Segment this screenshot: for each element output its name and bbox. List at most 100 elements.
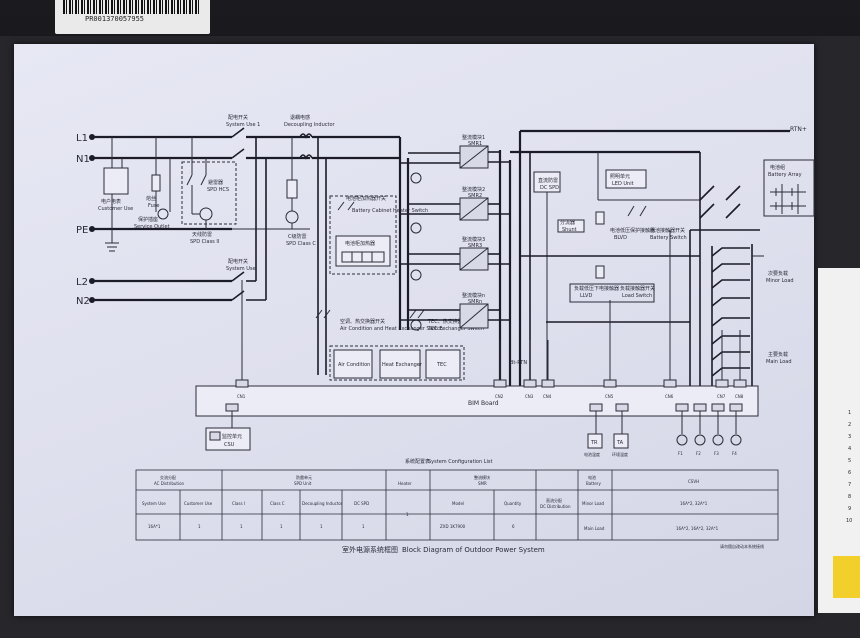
port-icon [711, 403, 725, 412]
aircon-switch-cn: 空调、热交换器开关 [340, 318, 385, 325]
switch2-en: System Use [226, 266, 256, 272]
table-sub-customer-use: Customer Use [184, 501, 213, 506]
table-sub-quantity: Quantity [504, 501, 522, 506]
port-icon [523, 379, 537, 388]
llvd-box [569, 283, 655, 303]
spd-c-element-icon [285, 210, 299, 224]
load-switch-en: Load Switch [622, 293, 652, 299]
main-switch-section: 配电开关 System Use 1 退耦电感 Decoupling Induct… [226, 114, 400, 301]
table-sub-inductor: Decoupling Inductor [302, 501, 343, 506]
climate-devices-box [329, 345, 465, 381]
sensor-ta-cn: 环境温度 [612, 451, 628, 457]
sensor-tr-label: TR [590, 440, 598, 446]
blvd-contactor-icon [595, 211, 605, 225]
table-sub-main-load: Main Load [584, 526, 605, 531]
table-value-class-i: 1 [240, 524, 243, 529]
table-frame [135, 469, 779, 541]
heater-switch-box [329, 195, 397, 275]
heat-exchanger-box [379, 349, 421, 379]
table-value-dc-spd: 1 [362, 524, 365, 529]
footnote: 请勿擅自改动本系统接线 [720, 543, 764, 549]
customer-meter-icon [103, 167, 129, 195]
table-value-main-load: 16A*2, 16A*2, 32A*1 [676, 526, 719, 531]
minor-load-en: Minor Load [766, 278, 794, 284]
battery-array-box [763, 159, 815, 217]
table-heater: Heater [398, 481, 412, 486]
sensor-f4-label: F4 [732, 451, 737, 456]
l2-terminal-icon [89, 278, 95, 284]
left-section: 电户电表 Customer Use 熔丝 Fuse 保护插座 Service O… [98, 137, 237, 252]
battery-breaker-icon [699, 185, 741, 219]
smr2-en: SMR2 [468, 193, 482, 199]
blvd-en: BLVD [614, 235, 627, 241]
led-unit-en: LED Unit [612, 181, 634, 187]
port-icon [733, 379, 747, 388]
smr1-en: SMR1 [468, 141, 482, 147]
side-line: 10 [846, 518, 852, 524]
spd-hcs-box [181, 161, 237, 225]
heater-element-icon [341, 251, 385, 263]
barcode-icon [63, 0, 201, 14]
table-value-heater: 1 [406, 512, 409, 517]
table-battery-cn: 电池 [588, 474, 596, 480]
rectifier-icon [459, 247, 489, 271]
n2-terminal-icon [89, 297, 95, 303]
side-document [818, 268, 860, 613]
table-ac-cn: 交流分配 [160, 474, 176, 480]
side-line: 6 [848, 470, 851, 476]
climate-section: 电池柜加热器开关 Battery Cabinet Heater Switch 电… [315, 137, 484, 381]
rectifier-ground-icon [410, 269, 422, 281]
main-load-en: Main Load [766, 359, 792, 365]
sensor-tr-cn: 电池温度 [584, 451, 600, 457]
smr1-cn: 整流模块1 [462, 134, 485, 141]
aircon-label: Air Condition [338, 362, 370, 368]
minor-load-cn: 次要负载 [768, 270, 788, 277]
smr3-cn: 整流模块3 [462, 236, 485, 243]
rectifier-icon [459, 197, 489, 221]
battery-switch-en: Battery Switch [650, 235, 687, 241]
sensor-icon [730, 434, 742, 446]
shunt-cn: 分流器 [560, 219, 575, 226]
port-label: CN7 [717, 394, 726, 399]
llvd-contactor-icon [595, 265, 605, 279]
side-line: 7 [848, 482, 851, 488]
rtn-label: RTN+ [790, 126, 807, 133]
door-sensors: F1 F2 F3 F4 [676, 411, 742, 456]
heater-switch-icon [337, 201, 355, 211]
llvd-en: LLVD [580, 293, 592, 299]
battery-switch-icon [627, 205, 647, 217]
port-icon [589, 403, 603, 412]
spd-c-icon [286, 179, 298, 199]
tec-switch-cn: TEC、热交换器开关 [427, 318, 473, 325]
sensor-icon [676, 434, 688, 446]
port-icon [693, 403, 707, 412]
main-switch-cn: 配电开关 [228, 114, 248, 121]
minor-load-breakers: 次要负载 Minor Load [711, 244, 794, 318]
table-value-customer-use: 1 [198, 524, 201, 529]
bus-pe-label: PE [76, 225, 88, 236]
side-line: 5 [848, 458, 851, 464]
ambient-temp-sensor [613, 433, 629, 449]
table-title-cn: 系统配置表 [405, 458, 430, 465]
table-battery-en: Battery [586, 481, 601, 486]
bus-l1-label: L1 [76, 133, 88, 144]
battery-array-cn: 电池组 [770, 164, 785, 171]
dc-section: RTN+ 直流防雷 DC SPD 分流器 Shunt 照明单元 LED Unit… [510, 126, 815, 386]
customer-meter-en: Customer Use [98, 206, 133, 212]
decoupling-cn: 退耦电感 [290, 114, 310, 121]
table-spd-cn: 防雷单元 [296, 474, 312, 480]
caption-cn: 室外电源系统框图 [342, 545, 398, 554]
fuse-icon [151, 174, 161, 192]
side-line: 3 [848, 434, 851, 440]
table-value-system-use: 16A*1 [148, 524, 161, 529]
dc-spd-cn: 直流防雷 [538, 177, 558, 184]
csu-cn: 监控单元 [222, 433, 242, 440]
main-switch-en: System Use 1 [226, 122, 260, 128]
table-value-minor-load: 16A*2, 32A*1 [680, 501, 708, 506]
bim-board-label: BIM Board [468, 400, 499, 407]
side-line: 4 [848, 446, 851, 452]
dc-spd-en: DC SPD [540, 185, 559, 191]
table-value-inductor: 1 [320, 524, 323, 529]
ac-buses: L1 N1 PE L2 N2 [76, 133, 232, 307]
